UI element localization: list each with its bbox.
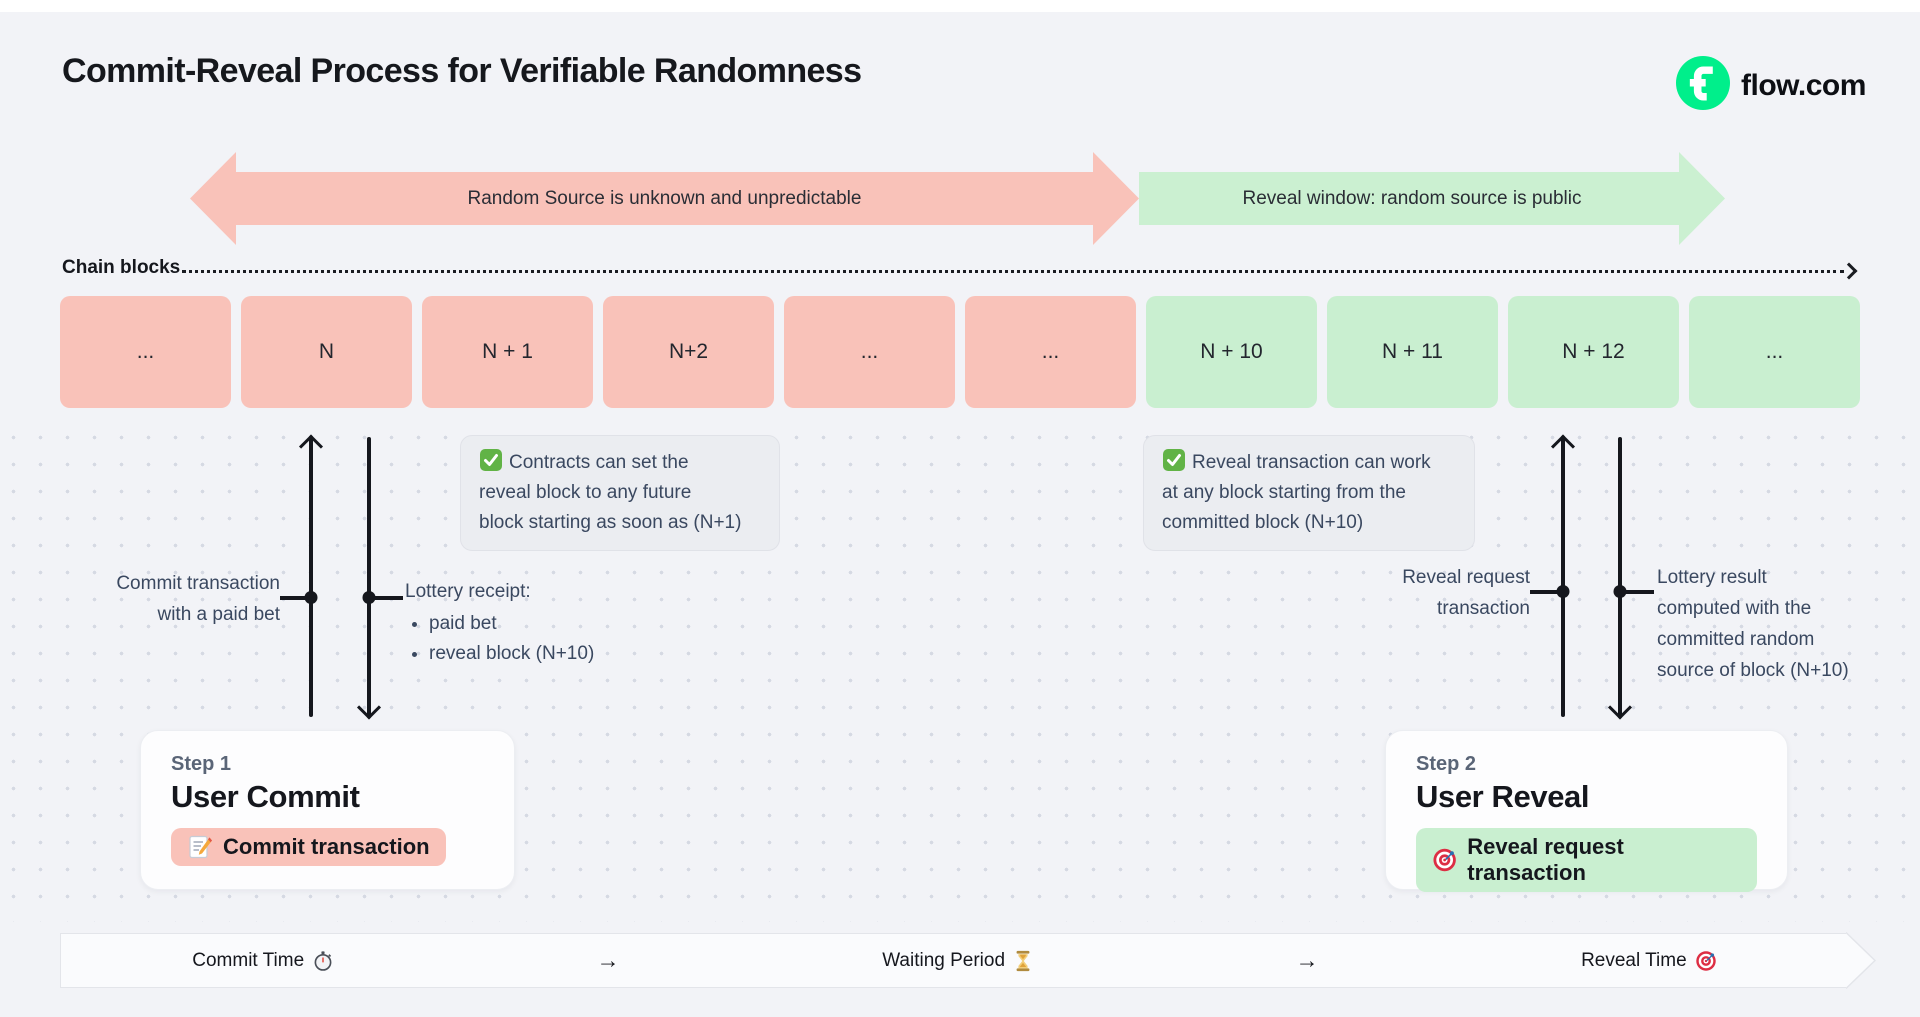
connector-line [1621,590,1654,594]
timeline-bar: Commit Time → Waiting Period → Reveal Ti… [60,933,1848,988]
connector-line [370,596,403,600]
connector-line [280,596,311,600]
flow-circle-icon [1676,56,1730,115]
timeline-label: Reveal Time [1581,949,1687,971]
chain-block: ... [784,296,955,408]
page-title: Commit-Reveal Process for Verifiable Ran… [62,52,862,90]
lottery-receipt-title: Lottery receipt: [405,581,531,602]
timeline-item-reveal-time: Reveal Time [1581,950,1717,972]
commit-note-text: Contracts can set the reveal block to an… [479,452,742,533]
chain-block: N + 11 [1327,296,1498,408]
timeline-item-commit-time: Commit Time [192,950,334,972]
lottery-receipt-block: Lottery receipt: paid betreveal block (N… [405,577,594,669]
lottery-result-label: Lottery result computed with the committ… [1657,567,1849,681]
reveal-phase-arrow: Reveal window: random source is public [1139,152,1725,245]
commit-pill-label: Commit transaction [223,834,430,859]
reveal-note-box: Reveal transaction can work at any block… [1143,435,1475,551]
target-icon [1433,848,1456,872]
chain-blocks-label: Chain blocks [62,257,181,278]
timeline-arrow-icon: → [1295,947,1319,973]
step1-card: Step 1 User Commit Commit transaction [140,730,515,890]
step2-card: Step 2 User Reveal Reveal request transa… [1385,730,1788,892]
chain-blocks-dotted-line [182,270,1844,273]
chain-block: N [241,296,412,408]
timeline-item-waiting-period: Waiting Period [882,950,1033,972]
reveal-note-text: Reveal transaction can work at any block… [1162,452,1431,533]
reveal-request-pill: Reveal request transaction [1416,828,1757,892]
connector-dot [362,591,376,604]
check-icon [480,449,502,471]
chain-block: N + 1 [422,296,593,408]
lottery-receipt-item: paid bet [429,609,594,639]
lottery-receipt-list: paid betreveal block (N+10) [405,609,594,669]
chain-block: ... [1689,296,1860,408]
reveal-up-arrow [1550,434,1575,717]
target-icon [1695,950,1716,971]
reveal-pill-label: Reveal request transaction [1467,834,1624,885]
flow-brand-link[interactable]: flow.com [1676,56,1866,115]
reveal-request-label: Reveal request transaction [1402,567,1530,619]
timeline-bar-arrow-tip [1846,931,1877,990]
chain-line-arrowhead-icon [1840,262,1858,280]
step1-kicker: Step 1 [171,753,232,775]
commit-note-box: Contracts can set the reveal block to an… [460,435,780,551]
timeline-label: Waiting Period [882,949,1006,971]
connector-dot [1613,585,1627,598]
chain-block: N+2 [603,296,774,408]
timeline-label: Commit Time [192,949,305,971]
timeline-arrow-icon: → [596,947,620,973]
step2-title: User Reveal [1416,779,1590,814]
reveal-phase-label: Reveal window: random source is public [1242,187,1582,209]
result-down-arrow [1607,437,1632,720]
step1-title: User Commit [171,779,360,814]
commit-transaction-label: Commit transaction with a paid bet [116,573,280,625]
connector-dot [1556,585,1570,598]
step2-kicker: Step 2 [1416,753,1477,775]
chain-block: ... [60,296,231,408]
commit-transaction-pill: Commit transaction [171,828,446,866]
chain-block: N + 10 [1146,296,1317,408]
check-icon [1163,449,1185,471]
memo-icon [189,835,212,859]
stopwatch-icon [314,950,332,971]
chain-block: N + 12 [1508,296,1679,408]
lottery-receipt-item: reveal block (N+10) [429,639,594,669]
commit-phase-arrow: Random Source is unknown and unpredictab… [190,152,1139,245]
commit-phase-label: Random Source is unknown and unpredictab… [467,187,862,209]
receipt-down-arrow [356,437,381,720]
connector-line [1530,590,1562,594]
commit-up-arrow [298,434,323,717]
brand-name: flow.com [1741,68,1866,102]
hourglass-icon [1016,950,1030,971]
chain-block: ... [965,296,1136,408]
top-strip [0,0,1920,12]
